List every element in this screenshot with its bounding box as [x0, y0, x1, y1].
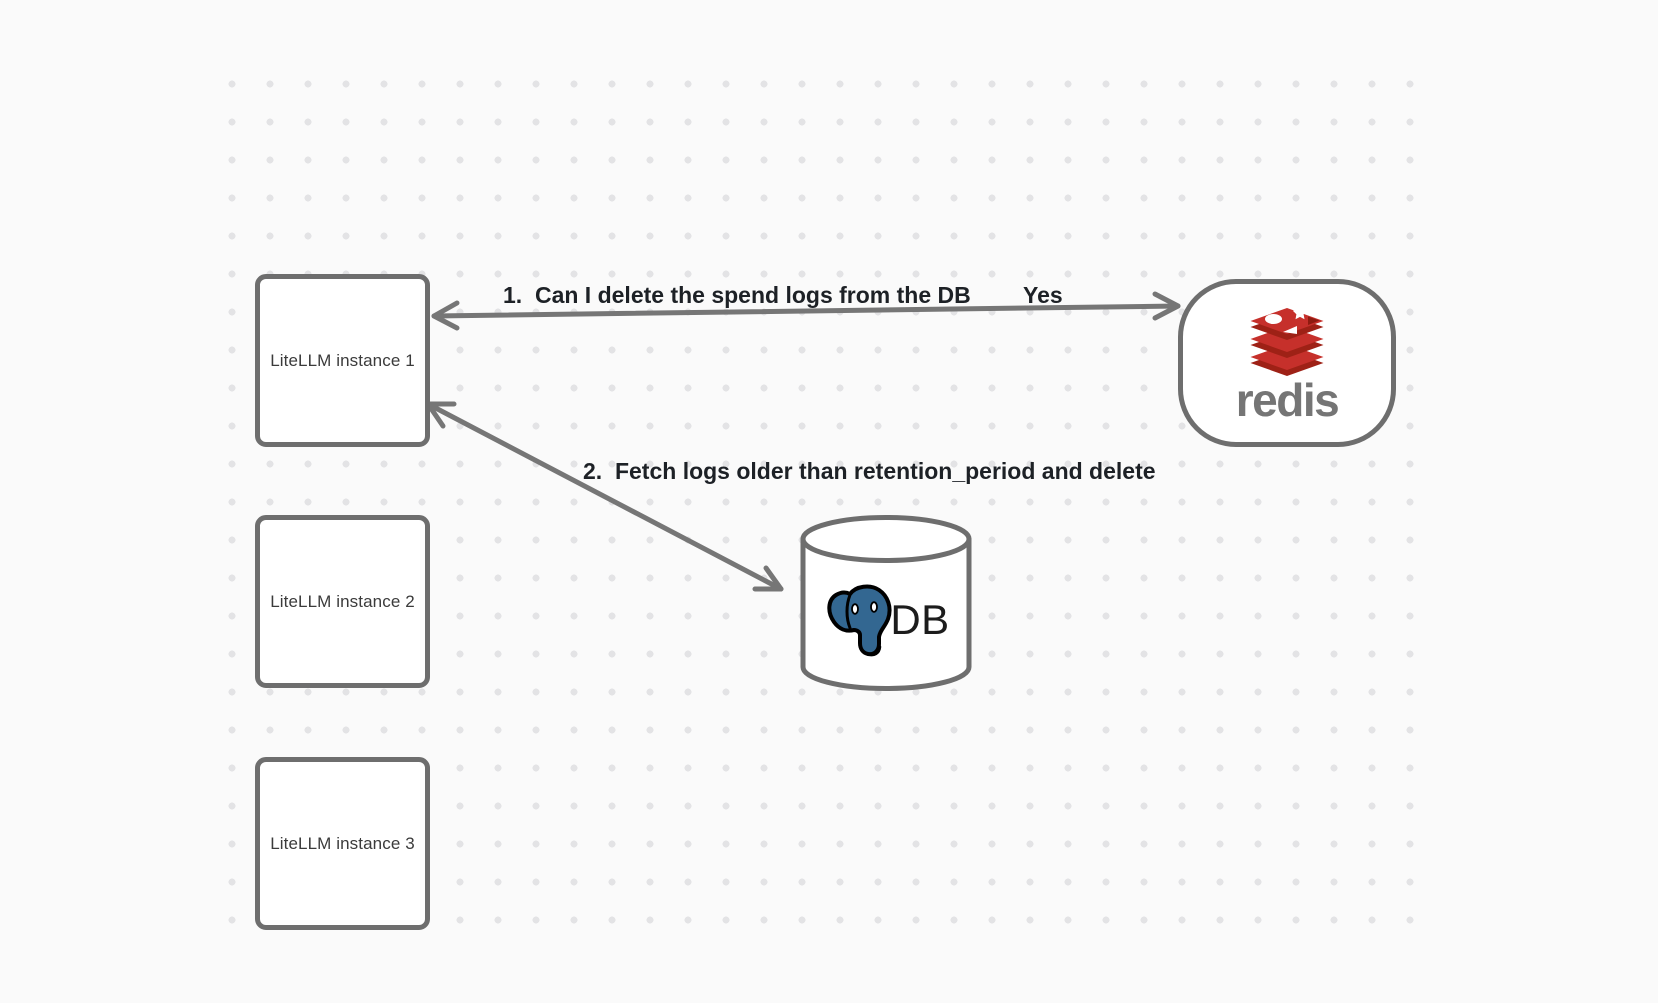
redis-logo-icon	[1250, 305, 1324, 376]
postgresql-elephant-icon	[827, 584, 892, 657]
node-db[interactable]: DB	[803, 560, 969, 680]
node-litellm-instance-1-label: LiteLLM instance 1	[270, 350, 415, 370]
node-litellm-instance-2[interactable]: LiteLLM instance 2	[255, 515, 430, 688]
arrow-litellm1-db[interactable]	[425, 401, 784, 592]
db-label: DB	[890, 596, 950, 643]
arrow-litellm1-redis[interactable]	[431, 291, 1181, 331]
edge1-response-label[interactable]: Yes	[1023, 282, 1063, 308]
node-litellm-instance-1[interactable]: LiteLLM instance 1	[255, 274, 430, 447]
node-litellm-instance-2-label: LiteLLM instance 2	[270, 591, 415, 611]
node-litellm-instance-3[interactable]: LiteLLM instance 3	[255, 757, 430, 930]
edge2-label[interactable]: 2. Fetch logs older than retention_perio…	[583, 458, 1156, 484]
edge1-question-label[interactable]: 1. Can I delete the spend logs from the …	[503, 282, 971, 308]
node-litellm-instance-3-label: LiteLLM instance 3	[270, 833, 415, 853]
node-redis[interactable]: redis	[1178, 279, 1396, 447]
redis-wordmark-label: redis	[1235, 374, 1340, 426]
